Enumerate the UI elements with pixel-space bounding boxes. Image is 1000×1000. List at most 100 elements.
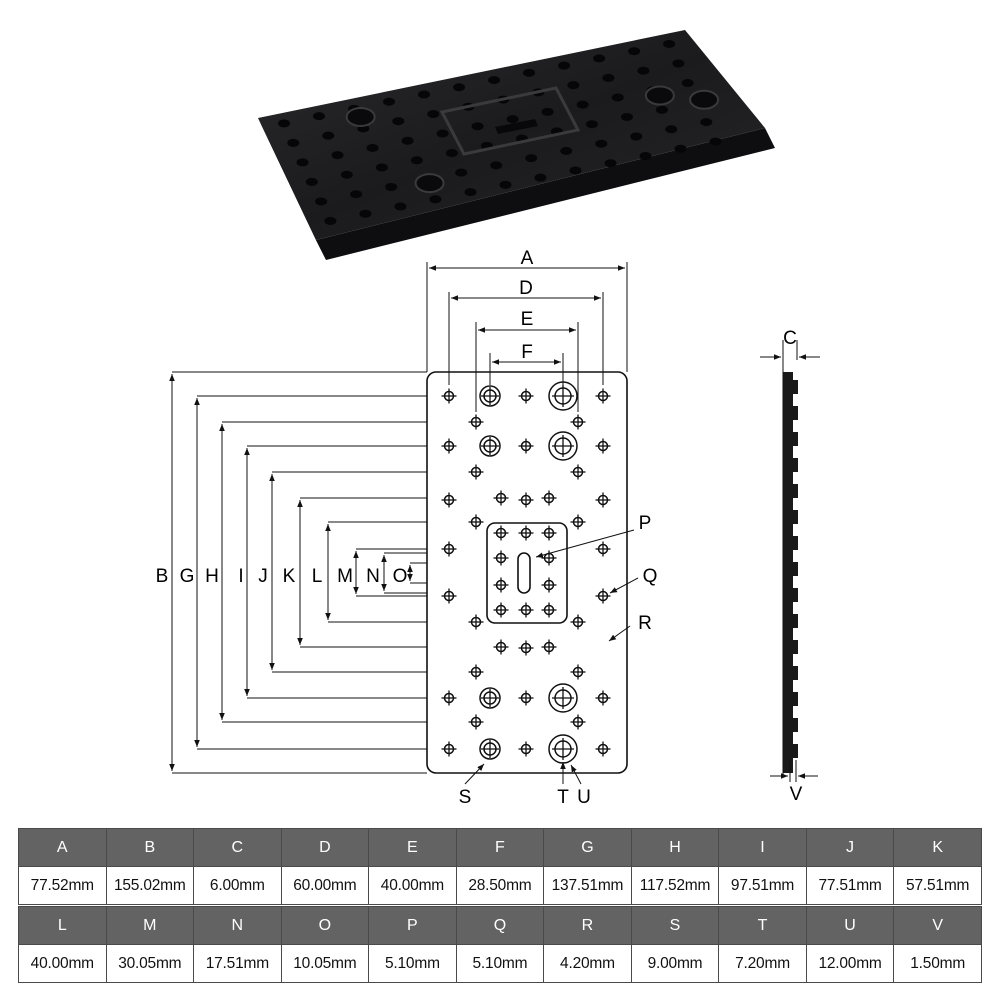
spec-header: A <box>18 828 107 867</box>
dim-label-b: B <box>156 566 169 587</box>
spec-value: 5.10mm <box>455 944 545 983</box>
dim-label-q: Q <box>643 566 658 587</box>
render-hole <box>445 149 458 158</box>
spec-header: F <box>455 828 545 867</box>
render-hole <box>464 188 477 197</box>
dim-label-n: N <box>366 566 380 587</box>
spec-value: 10.05mm <box>280 944 370 983</box>
render-hole <box>674 144 687 153</box>
mount-hole <box>493 525 509 541</box>
dim-label-r: R <box>638 613 652 634</box>
side-notch <box>793 484 798 498</box>
mount-hole <box>468 414 484 430</box>
spec-value: 60.00mm <box>280 866 370 905</box>
spec-header-row-2: L M N O P Q R S T U V <box>18 906 982 945</box>
mount-hole <box>493 602 509 618</box>
dim-label-o: O <box>393 566 408 587</box>
render-hole <box>506 115 519 124</box>
mount-hole <box>541 525 557 541</box>
spec-value-row-2: 40.00mm 30.05mm 17.51mm 10.05mm 5.10mm 5… <box>18 944 982 983</box>
spec-header: I <box>718 828 807 867</box>
side-notch <box>793 406 798 420</box>
render-hole <box>558 61 571 70</box>
spec-header: B <box>105 828 195 867</box>
spec-value: 6.00mm <box>193 866 282 905</box>
render-hole <box>471 122 484 131</box>
mount-hole <box>518 438 534 454</box>
spec-value-row-1: 77.52mm 155.02mm 6.00mm 60.00mm 40.00mm … <box>18 866 982 905</box>
plate-front-view <box>426 371 628 774</box>
mount-hole <box>595 438 611 454</box>
render-hole <box>665 125 678 134</box>
counterbore-hole <box>548 381 578 411</box>
mount-hole <box>441 492 457 508</box>
render-hole <box>593 54 606 63</box>
spec-value: 1.50mm <box>893 944 982 983</box>
side-notch <box>793 432 798 446</box>
render-hole <box>628 47 641 56</box>
side-notch <box>793 666 798 680</box>
mount-hole <box>468 714 484 730</box>
render-hole <box>709 137 722 146</box>
render-hole <box>655 105 668 114</box>
dim-label-s: S <box>459 787 472 808</box>
side-notch <box>793 510 798 524</box>
mount-hole <box>595 541 611 557</box>
spec-value: 40.00mm <box>18 944 107 983</box>
render-hole <box>324 216 337 225</box>
spec-header: L <box>18 906 107 945</box>
render-counterbore <box>644 85 675 106</box>
render-hole <box>436 129 449 138</box>
spec-value: 30.05mm <box>105 944 195 983</box>
render-hole <box>383 97 396 106</box>
counterbore-hole <box>548 431 578 461</box>
side-notch <box>793 588 798 602</box>
mount-hole <box>541 550 557 566</box>
mount-hole <box>570 414 586 430</box>
render-hole <box>604 159 617 168</box>
render-counterbore <box>345 106 376 127</box>
mounting-holes <box>441 381 611 764</box>
spec-header: R <box>543 906 632 945</box>
side-notch <box>793 380 798 394</box>
spec-header-row-1: A B C D E F G H I J K <box>18 828 982 867</box>
render-hole <box>569 166 582 175</box>
spec-value: 137.51mm <box>543 866 632 905</box>
plate-side-view: C V <box>760 328 820 805</box>
mount-hole <box>570 464 586 480</box>
render-hole <box>525 154 538 163</box>
side-profile-features <box>793 380 798 758</box>
render-hole <box>418 90 431 99</box>
mount-hole <box>518 640 534 656</box>
spec-value: 97.51mm <box>718 866 807 905</box>
render-hole <box>488 76 501 85</box>
spec-header: J <box>805 828 895 867</box>
render-hole <box>700 118 713 127</box>
mount-hole <box>518 602 534 618</box>
render-hole <box>313 112 326 121</box>
dim-label-e: E <box>521 309 534 330</box>
render-hole <box>567 81 580 90</box>
render-counterbore <box>689 89 720 110</box>
mount-hole <box>518 492 534 508</box>
spec-value: 117.52mm <box>630 866 720 905</box>
dim-label-c: C <box>783 328 797 349</box>
counterbore-hole <box>548 683 578 713</box>
mount-hole <box>468 614 484 630</box>
spec-value: 9.00mm <box>630 944 720 983</box>
render-holes <box>277 39 722 225</box>
callouts <box>464 529 639 785</box>
dim-label-m: M <box>337 566 353 587</box>
side-notch <box>793 536 798 550</box>
mount-hole <box>595 690 611 706</box>
spec-value: 40.00mm <box>368 866 457 905</box>
spec-value: 155.02mm <box>105 866 195 905</box>
render-hole <box>523 68 536 77</box>
spec-header: Q <box>455 906 545 945</box>
spec-value: 77.51mm <box>805 866 895 905</box>
render-hole <box>453 83 466 92</box>
render-hole <box>350 190 363 199</box>
mount-hole <box>468 664 484 680</box>
mount-hole <box>518 690 534 706</box>
dim-label-a: A <box>521 248 534 269</box>
